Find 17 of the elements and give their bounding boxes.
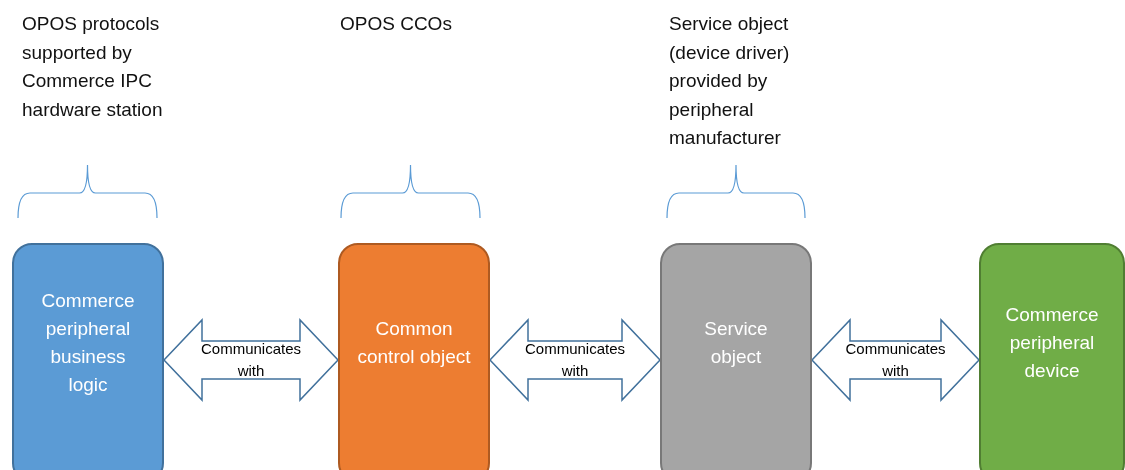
- double-block-arrow: [162, 318, 340, 402]
- box-label: Common control object: [356, 317, 472, 369]
- rounded-box: [338, 243, 490, 470]
- double-block-arrow: [488, 318, 662, 402]
- edge-label: Communicates with: [844, 339, 947, 381]
- box-label: Commerce peripheral device: [1004, 303, 1100, 383]
- description-text: Service object (device driver) provided by peripheral manufacturer: [669, 12, 791, 150]
- edge-label: Communicates with: [199, 339, 302, 381]
- rounded-box: [979, 243, 1125, 470]
- rounded-box: [12, 243, 164, 470]
- rounded-box: [660, 243, 812, 470]
- double-block-arrow: [810, 318, 981, 402]
- box-label: Service object: [703, 317, 769, 369]
- edge-label: Communicates with: [523, 339, 626, 381]
- box-label: Commerce peripheral business logic: [40, 289, 136, 397]
- description-text: OPOS protocols supported by Commerce IPC hardware station: [22, 12, 164, 122]
- description-text: OPOS CCOs: [340, 12, 453, 36]
